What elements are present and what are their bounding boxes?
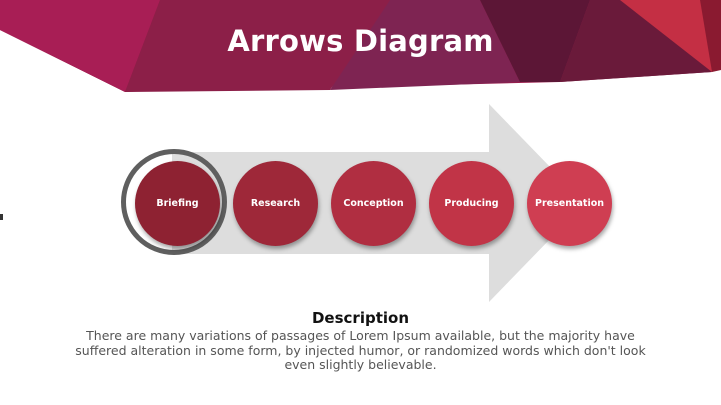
description-title: Description [311, 309, 410, 327]
step-research[interactable]: Research [233, 161, 318, 246]
active-step-ring [121, 149, 227, 255]
step-producing[interactable]: Producing [429, 161, 514, 246]
header-banner [0, 0, 721, 92]
step-conception[interactable]: Conception [331, 161, 416, 246]
edge-mark [0, 214, 3, 220]
page-title: Arrows Diagram [227, 24, 494, 58]
step-briefing[interactable]: Briefing [135, 161, 220, 246]
description-body: There are many variations of passages of… [75, 328, 646, 372]
step-presentation[interactable]: Presentation [527, 161, 612, 246]
